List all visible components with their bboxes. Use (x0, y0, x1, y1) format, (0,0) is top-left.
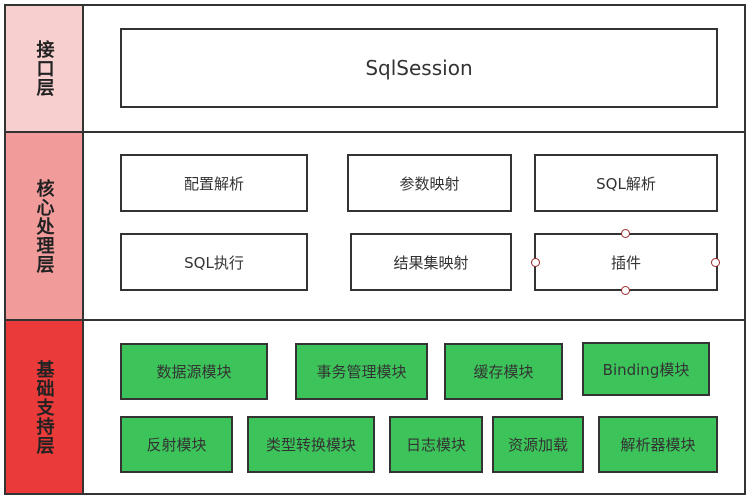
core-layer-text: 核心处理层 (33, 179, 55, 274)
sql-execute-label: SQL执行 (184, 253, 244, 272)
support-layer-label: 基础支持层 (5, 321, 83, 494)
sql-execute-box: SQL执行 (120, 233, 308, 291)
type-conversion-module-label: 类型转换模块 (265, 436, 356, 454)
layer-divider-2 (5, 319, 745, 321)
cache-module-label: 缓存模块 (473, 363, 534, 381)
diagram-frame (4, 4, 746, 495)
plugin-label: 插件 (610, 253, 641, 272)
plugin-box[interactable]: 插件 (534, 233, 718, 291)
plugin-handle-right[interactable] (711, 258, 720, 267)
reflection-module-box: 反射模块 (120, 416, 233, 473)
resultset-mapping-label: 结果集映射 (393, 253, 469, 272)
interface-layer-label: 接口层 (5, 5, 83, 132)
datasource-module-label: 数据源模块 (156, 363, 232, 381)
parser-module-label: 解析器模块 (620, 436, 696, 454)
resource-loading-label: 资源加载 (507, 436, 568, 454)
plugin-handle-left[interactable] (531, 258, 540, 267)
sqlsession-box: SqlSession (120, 28, 718, 108)
config-parse-label: 配置解析 (183, 174, 244, 193)
sql-parse-label: SQL解析 (596, 174, 656, 193)
parser-module-box: 解析器模块 (598, 416, 718, 473)
sql-parse-box: SQL解析 (534, 154, 718, 212)
param-mapping-box: 参数映射 (347, 154, 512, 212)
core-layer-label: 核心处理层 (5, 133, 83, 320)
support-layer-text: 基础支持层 (33, 360, 55, 455)
cache-module-box: 缓存模块 (444, 343, 563, 400)
layer-divider-1 (5, 131, 745, 133)
binding-module-label: Binding模块 (602, 360, 690, 379)
label-column-divider (82, 5, 84, 495)
logging-module-box: 日志模块 (389, 416, 483, 473)
interface-layer-text: 接口层 (33, 40, 55, 97)
type-conversion-module-box: 类型转换模块 (247, 416, 375, 473)
param-mapping-label: 参数映射 (399, 174, 460, 193)
binding-module-box: Binding模块 (582, 342, 710, 396)
logging-module-label: 日志模块 (405, 436, 466, 454)
transaction-module-label: 事务管理模块 (316, 363, 407, 381)
plugin-handle-bottom[interactable] (621, 286, 630, 295)
plugin-handle-top[interactable] (621, 229, 630, 238)
config-parse-box: 配置解析 (120, 154, 308, 212)
resultset-mapping-box: 结果集映射 (350, 233, 512, 291)
reflection-module-label: 反射模块 (146, 436, 207, 454)
resource-loading-box: 资源加载 (492, 416, 584, 473)
transaction-module-box: 事务管理模块 (295, 343, 428, 400)
datasource-module-box: 数据源模块 (120, 343, 268, 400)
sqlsession-label: SqlSession (365, 56, 473, 80)
